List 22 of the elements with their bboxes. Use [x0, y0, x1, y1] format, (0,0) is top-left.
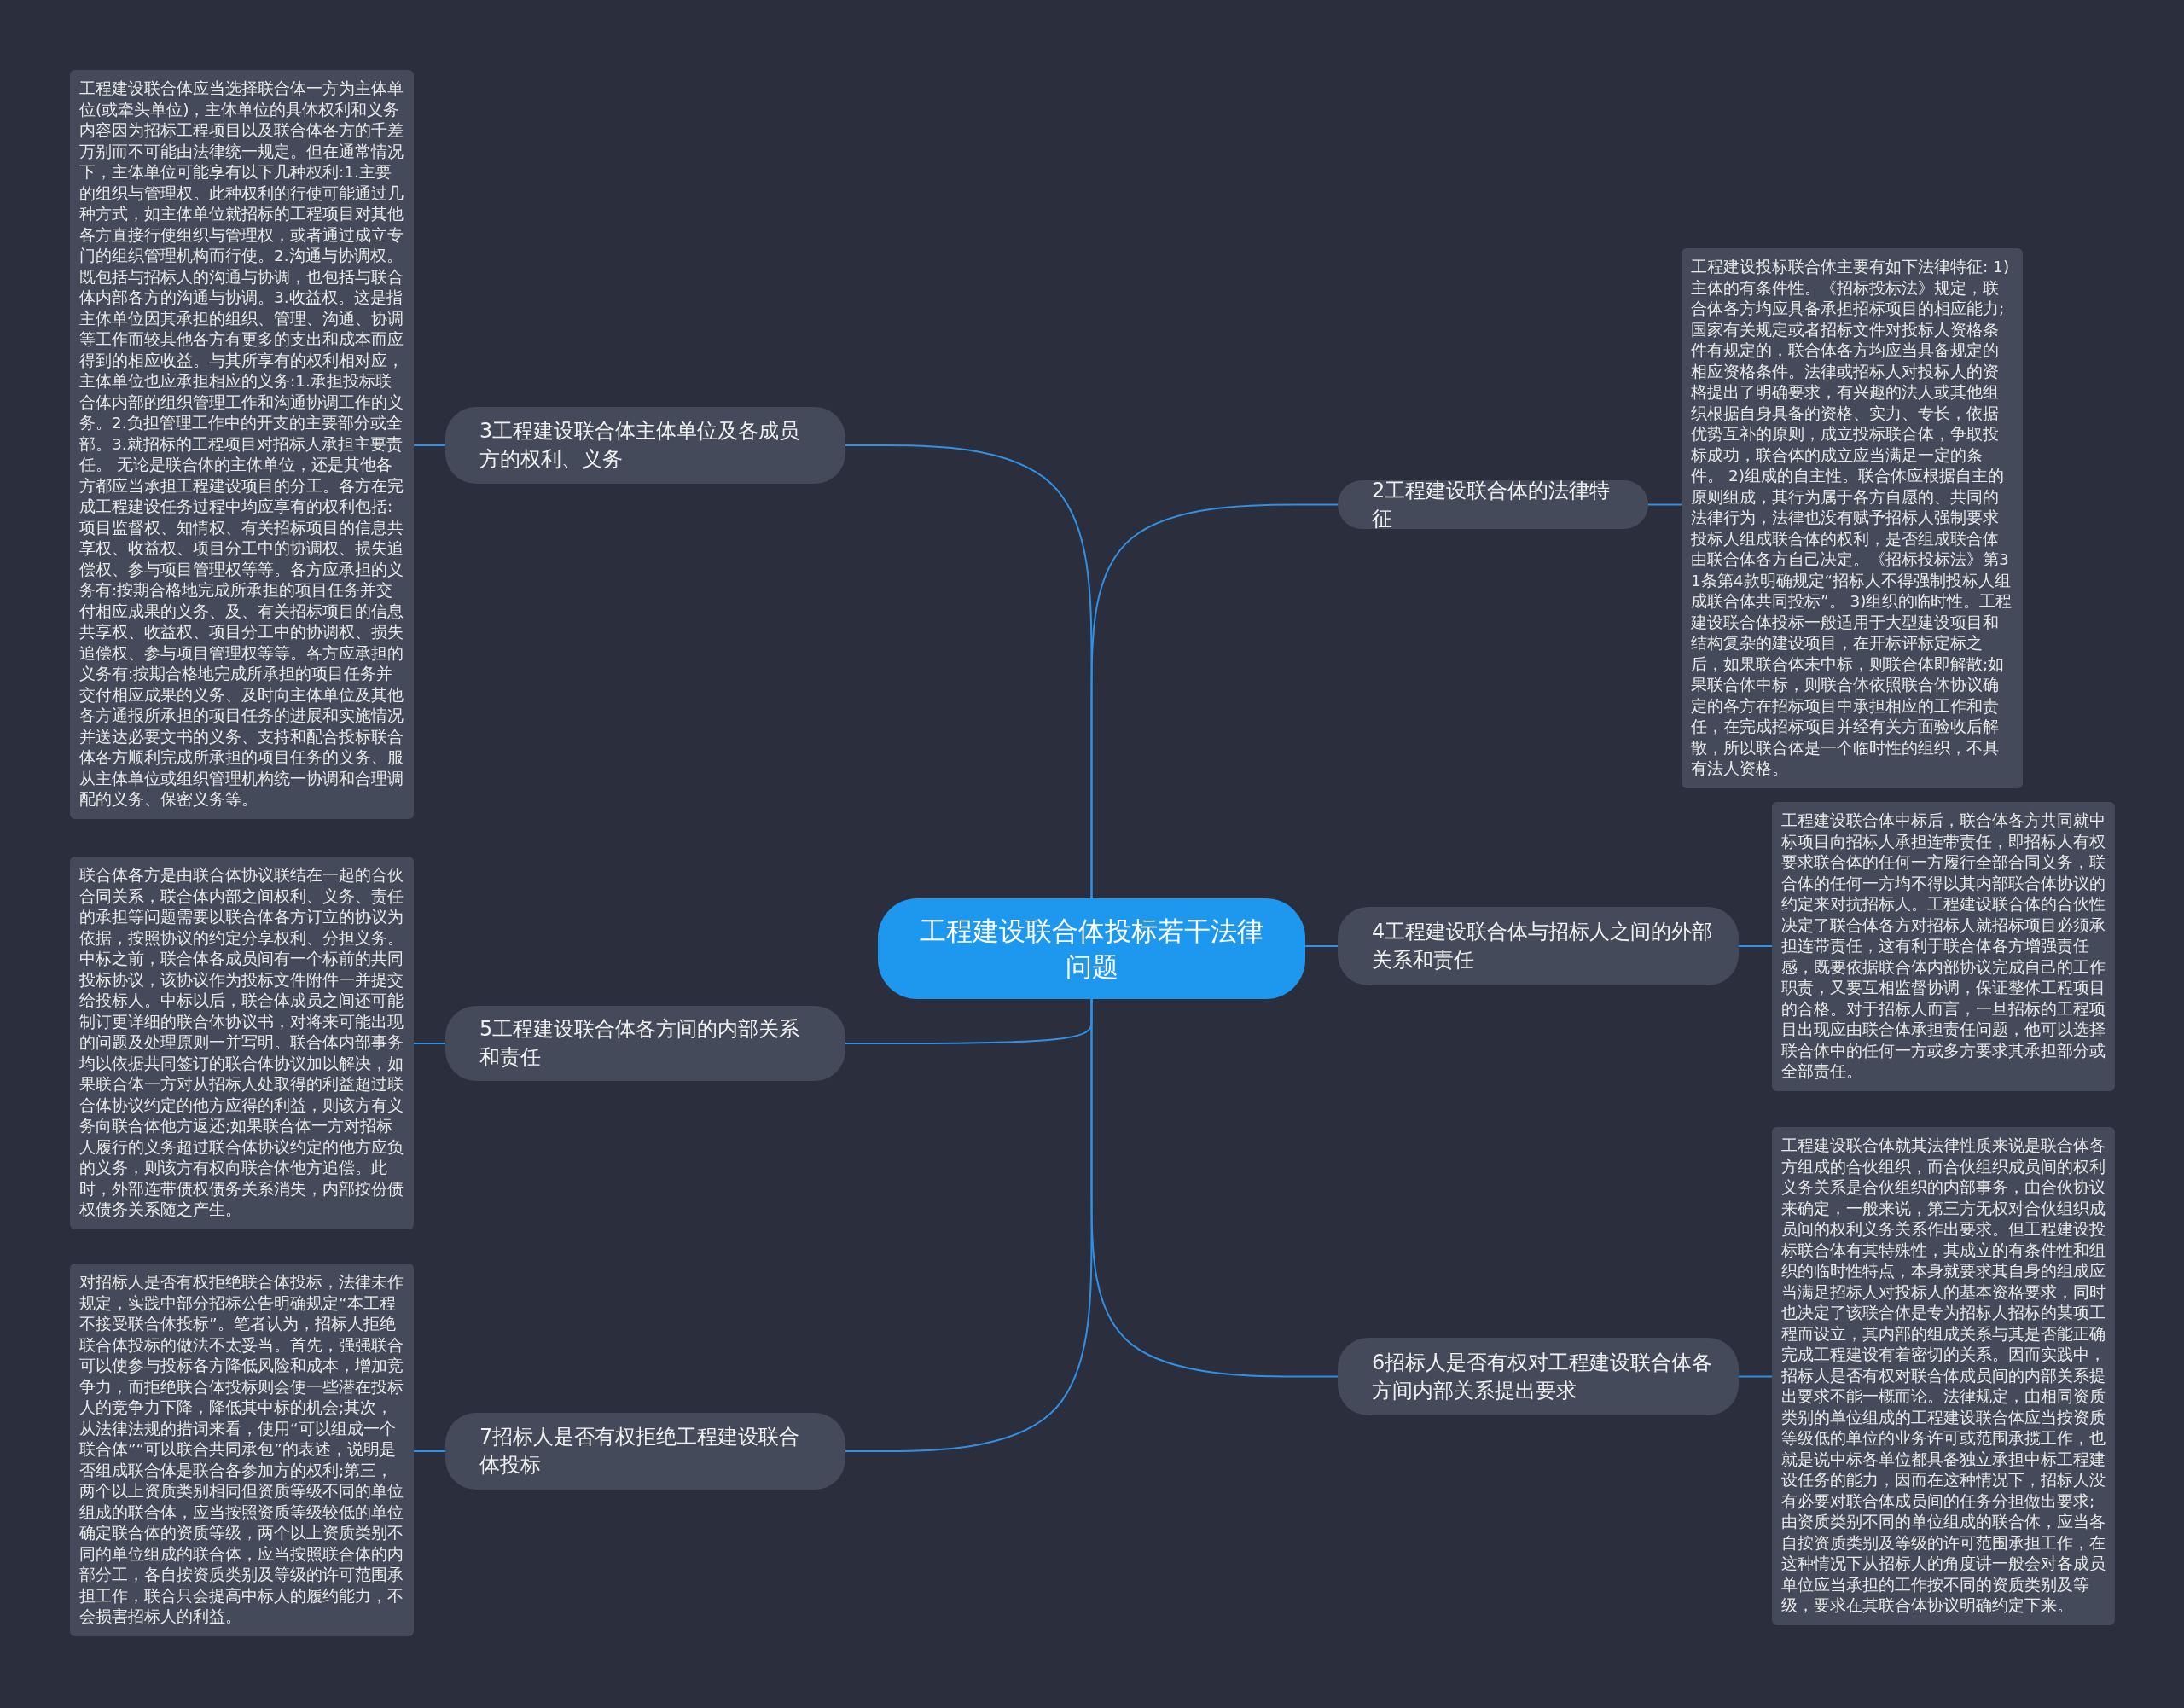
topic-box: 5工程建设联合体各方间的内部关系和责任: [445, 1006, 845, 1081]
note-box: 工程建设投标联合体主要有如下法律特征: 1)主体的有条件性。《招标投标法》规定，联合体各方均应具备承担招标项目的相应能力;国家有关规定或者招标文件对投标人资格条件有规定的，联合体各方均应当具备规定的相应资格条件。法律或招标人对投标人的资格提出了明确要求，有兴趣的法人或其他组织根据自身具备的资格、实力、专长，依据优势互补的原则，成立投标联合体，争取投标成功，联合体的成立应当满足一定的条件。 2)组成的自主性。联合体应根据自主的原则组成，其行为属于各方自愿的、共同的法律行为，法律也没有赋予招标人强制要求投标人组成联合体的权利，是否组成联合体由联合体各方自己决定。《招标投标法》第31条第4款明确规定“招标人不得强制投标人组成联合体共同投标”。 3)组织的临时性。工程建设联合体投标一般适用于大型建设项目和结构复杂的建设项目，在开标评标定标之后，如果联合体未中标，则联合体即解散;如果联合体中标，则联合体依照联合体协议确定的各方在招标项目中承担相应的工作和责任，在完成招标项目并经有关方面验收后解散，所以联合体是一个临时性的组织，不具有法人资格。: [1682, 248, 2023, 788]
connector-line: [1304, 945, 1339, 947]
note-box: 工程建设联合体中标后，联合体各方共同就中标项目向招标人承担连带责任，即招标人有权要求联合体的任何一方履行全部合同义务，联合体的任何一方均不得以其内部联合体协议的约定来对抗招标人。工程建设联合体的合伙性决定了联合体各方对招标人就招标项目必须承担连带责任，这有利于联合体各方增强责任感，既要依据联合体内部协议完成自己的工作职责，又要互相监督协调，保证整体工程项目的合格。对于招标人而言，一旦招标的工程项目出现应由联合体承担责任问题，他可以选择联合体中的任何一方或多方要求其承担部分或全部责任。: [1772, 802, 2115, 1091]
note-box: 工程建设联合体应当选择联合体一方为主体单位(或牵头单位)，主体单位的具体权利和义务内容因为招标工程项目以及联合体各方的千差万别而不可能由法律统一规定。但在通常情况下，主体单位可能享有以下几种权利:1.主要的组织与管理权。此种权利的行使可能通过几种方式，如主体单位就招标的工程项目对其他各方直接行使组织与管理权，或者通过成立专门的组织管理机构而行使。2.沟通与协调权。既包括与招标人的沟通与协调，也包括与联合体内部各方的沟通与协调。3.收益权。这是指主体单位因其承担的组织、管理、沟通、协调等工作而较其他各方有更多的支出和成本而应得到的相应收益。与其所享有的权利相对应，主体单位也应承担相应的义务:1.承担投标联合体内部的组织管理工作和沟通协调工作的义务。2.负担管理工作中的开支的主要部分或全部。3.就招标的工程项目对招标人承担主要责任。 无论是联合体的主体单位，还是其他各方都应当承担工程建设项目的分工。各方在完成工程建设任务过程中均应享有的权利包括:项目监督权、知情权、有关招标项目的信息共享权、收益权、项目分工中的协调权、损失追偿权、参与项目管理权等等。各方应承担的义务有:按期合格地完成所承担的项目任务并交付相应成果的义务、及、有关招标项目的信息共享权、收益权、项目分工中的协调权、损失追偿权、参与项目管理权等等。各方应承担的义务有:按期合格地完成所承担的项目任务并交付相应成果的义务、及时向主体单位及其他各方通报所承担的项目任务的进展和实施情况并送达必要文书的义务、支持和配合投标联合体各方顺利完成所承担的项目任务的义务、服从主体单位或组织管理机构统一协调和合理调配的义务、保密义务等。: [70, 70, 414, 819]
topic-box: 6招标人是否有权对工程建设联合体各方间内部关系提出要求: [1338, 1338, 1739, 1415]
connector-line: [413, 444, 446, 446]
connector-line: [1738, 1375, 1773, 1378]
connector-line: [1647, 503, 1682, 506]
connector-line: [845, 998, 1093, 1452]
note-box: 工程建设联合体就其法律性质来说是联合体各方组成的合伙组织，而合伙组织成员间的权利义务关系是合伙组织的内部事务，由合伙协议来确定，一般来说，第三方无权对合伙组织成员间的权利义务关系作出要求。但工程建设投标联合体有其特殊性，其成立的有条件性和组织的临时性特点，本身就要求其自身的组成应当满足招标人对投标人的基本资格要求，同时也决定了该联合体是专为招标人招标的某项工程而设立，其内部的组成关系与其是否能正确完成工程建设有着密切的关系。因而实践中，招标人是否有权对联合体成员间的内部关系提出要求不能一概而论。法律规定，由相同资质类别的单位组成的工程建设联合体应当按资质等级低的单位的业务许可或范围承揽工作，也就是说中标各单位都具备独立承担中标工程建设任务的能力，因而在这种情况下，招标人没有必要对联合体成员间的任务分担做出要求;由资质类别不同的单位组成的联合体，应当各自按资质类别及等级的许可范围承担工作，在这种情况下从招标人的角度讲一般会对各成员单位应当承担的工作按不同的资质类别及等级，要求在其联合体协议明确约定下来。: [1772, 1127, 2115, 1625]
topic-box: 3工程建设联合体主体单位及各成员方的权利、义务: [445, 407, 845, 484]
note-box: 对招标人是否有权拒绝联合体投标，法律未作规定，实践中部分招标公告明确规定“本工程不接受联合体投标”。笔者认为，招标人拒绝联合体投标的做法不太妥当。首先，强强联合可以使参与投标各方降低风险和成本，增加竞争力，而拒绝联合体投标则会使一些潜在投标人的竞争力下降，降低其中标的机会;其次，从法律法规的措词来看，使用“可以组成一个联合体”“可以联合共同承包”的表述，说明是否组成联合体是联合各参加方的权利;第三，两个以上资质类别相同但资质等级不同的单位组成的联合体，应当按照资质等级较低的单位确定联合体的资质等级，两个以上资质类别不同的单位组成的联合体，应当按照联合体的内部分工，各自按资质类别及等级的许可范围承担工作，联合只会提高中标人的履约能力，不会损害招标人的利益。: [70, 1264, 414, 1636]
topic-box: 7招标人是否有权拒绝工程建设联合体投标: [445, 1413, 845, 1490]
connector-line: [413, 1043, 446, 1044]
connector-line: [413, 1450, 446, 1452]
note-box: 联合体各方是由联合体协议联结在一起的合伙合同关系，联合体内部之间权利、义务、责任的承担等问题需要以联合体各方订立的协议为依据，按照协议的约定分享权利、分担义务。中标之前，联合体各成员间有一个标前的共同投标协议，该协议作为投标文件附件一并提交给投标人。中标以后，联合体成员之间还可能制订更详细的联合体协议书，对将来可能出现的问题及处理原则一并写明。联合体内部事务均以依据共同签订的联合体协议加以解决，如果联合体一方对从招标人处取得的利益超过联合体协议约定的他方应得的利益，则该方有义务向联合体他方返还;如果联合体一方对招标人履行的义务超过联合体协议约定的他方应负的义务，则该方有权向联合体他方追偿。此时，外部连带债权债务关系消失，内部按份债权债务关系随之产生。: [70, 857, 414, 1229]
central-topic: 工程建设联合体投标若干法律问题: [878, 898, 1305, 999]
topic-box: 2工程建设联合体的法律特征: [1338, 480, 1648, 529]
topic-box: 4工程建设联合体与招标人之间的外部关系和责任: [1338, 907, 1739, 985]
connector-line: [1738, 945, 1773, 947]
connector-line: [1090, 503, 1339, 899]
